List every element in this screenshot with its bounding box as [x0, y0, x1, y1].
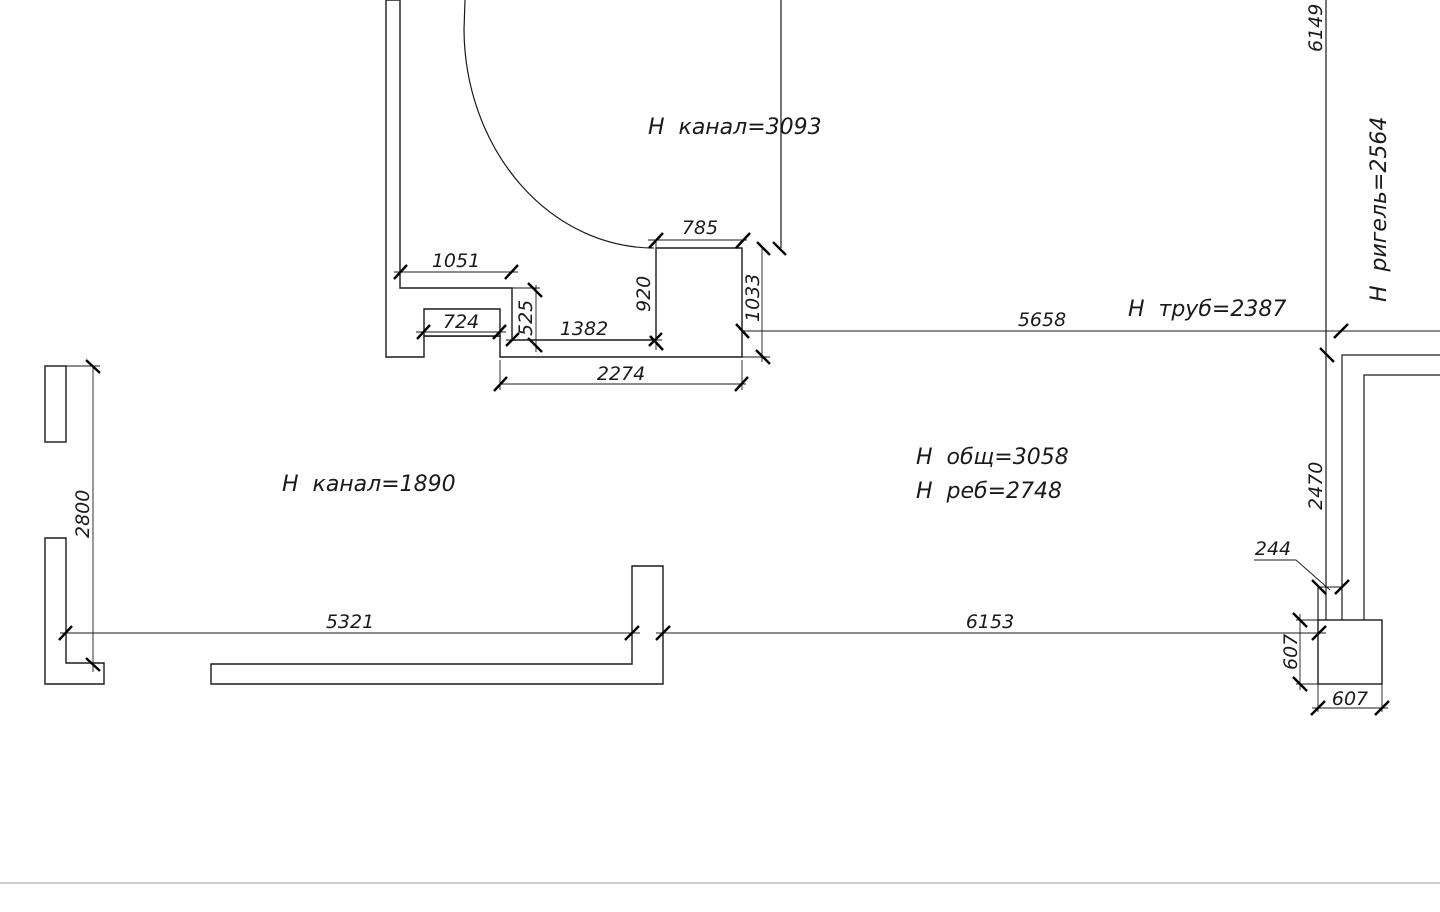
- tick: [624, 625, 640, 641]
- note-h-trub: H труб=2387: [1128, 297, 1286, 322]
- tick: [755, 349, 771, 365]
- dim-label-2800: 2800: [72, 490, 94, 538]
- dimension-lines: [58, 0, 1440, 716]
- dim-label-1033: 1033: [742, 274, 764, 322]
- right-column-inner-wall: [1363, 374, 1440, 620]
- tick: [734, 376, 749, 392]
- dim-label-724: 724: [443, 311, 479, 333]
- tick: [1319, 347, 1335, 363]
- dim-label-2274: 2274: [597, 363, 645, 385]
- tick: [648, 332, 663, 347]
- tick: [1311, 625, 1327, 641]
- tick: [1292, 676, 1308, 692]
- tick: [492, 324, 507, 340]
- tick: [85, 657, 101, 672]
- right-column-walls: [1317, 0, 1440, 685]
- tick: [649, 335, 664, 351]
- note-h-rigel: H ригель=2564: [1367, 117, 1392, 302]
- dim-label-607-vertical: 607: [1280, 634, 1302, 670]
- upper-room-outer-wall: [385, 0, 743, 358]
- note-h-obsh: H общ=3058: [916, 445, 1069, 470]
- right-column-outer-wall: [1341, 354, 1440, 620]
- left-wall-corner: [44, 537, 105, 685]
- right-column-base: [1317, 619, 1383, 685]
- tick: [504, 264, 519, 280]
- tick: [1310, 700, 1326, 716]
- tick: [527, 282, 543, 298]
- dim-label-1382: 1382: [560, 318, 608, 340]
- dim-label-6153: 6153: [966, 611, 1014, 633]
- note-h-reb: H реб=2748: [916, 479, 1062, 504]
- dim-label-5658: 5658: [1018, 309, 1066, 331]
- dim-label-2470: 2470: [1305, 462, 1327, 510]
- tick: [655, 625, 671, 641]
- note-h-kanal-left: H канал=1890: [282, 472, 456, 497]
- tick: [756, 241, 771, 256]
- dim-label-1051: 1051: [432, 250, 480, 272]
- dim-label-244: 244: [1255, 538, 1291, 560]
- tick: [393, 264, 408, 280]
- tick: [85, 359, 101, 374]
- dim-label-785: 785: [682, 217, 718, 239]
- tick: [416, 324, 431, 340]
- tick: [58, 625, 73, 641]
- note-h-kanal-top: H канал=3093: [648, 115, 822, 140]
- dim-leader-244: [1254, 559, 1331, 591]
- dim-label-607-horizontal: 607: [1332, 688, 1368, 710]
- tick: [1333, 323, 1349, 339]
- dim-label-525: 525: [515, 300, 537, 336]
- tick: [735, 232, 751, 249]
- left-wall-pier: [44, 365, 67, 443]
- upper-room-walls: [385, 0, 782, 358]
- tick: [493, 376, 508, 392]
- dim-label-5321: 5321: [326, 611, 374, 633]
- lower-walls: [44, 365, 664, 685]
- door-swing-arc: [463, 0, 655, 249]
- tick: [1292, 612, 1308, 628]
- dimension-labels: 6149 785 1051 920 1033 724 525 1382 2274…: [72, 4, 1368, 710]
- dim-label-6149: 6149: [1305, 4, 1327, 52]
- dim-label-920: 920: [633, 276, 655, 312]
- height-notes: H канал=3093 H ригель=2564 H труб=2387 H…: [282, 115, 1392, 504]
- tick: [772, 241, 787, 256]
- tick: [1374, 700, 1390, 716]
- bottom-wall: [210, 565, 664, 685]
- tick: [505, 332, 520, 347]
- upper-room-niche: [423, 308, 501, 337]
